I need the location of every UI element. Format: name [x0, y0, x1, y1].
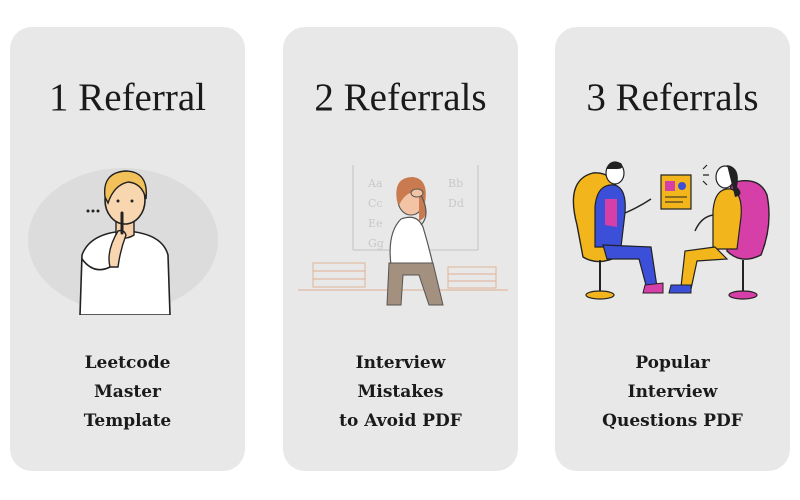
person-shush-illustration	[28, 168, 218, 315]
reward-line: Master	[93, 382, 162, 402]
board-letter: Cc	[368, 197, 383, 210]
reward-description: Leetcode Master Template	[10, 349, 245, 436]
stressed-woman-illustration: Aa Cc Ee Gg Bb Dd	[298, 165, 508, 306]
card-title: 2 Referrals	[314, 76, 487, 119]
card-title: 1 Referral	[49, 76, 206, 119]
board-letter: Dd	[448, 197, 464, 210]
interview-conversation-illustration	[572, 161, 770, 300]
reward-line: Template	[83, 411, 172, 431]
reward-description: Popular Interview Questions PDF	[555, 349, 790, 436]
reward-line: Mistakes	[357, 382, 444, 402]
reward-line: to Avoid PDF	[339, 411, 462, 431]
reward-line: Popular	[635, 353, 710, 373]
reward-card-2-referrals: 2 Referrals Aa Cc Ee Gg Bb Dd Interview …	[283, 27, 518, 471]
reward-line: Interview	[627, 382, 718, 402]
board-letter: Aa	[367, 177, 383, 190]
reward-line: Interview	[355, 353, 446, 373]
card-title: 3 Referrals	[586, 76, 759, 119]
board-letter: Ee	[368, 217, 383, 230]
board-letter: Bb	[448, 177, 463, 190]
reward-line: Questions PDF	[602, 411, 743, 431]
reward-description: Interview Mistakes to Avoid PDF	[283, 349, 518, 436]
board-letter: Gg	[368, 237, 384, 250]
reward-line: Leetcode	[84, 353, 171, 373]
reward-card-1-referral: 1 Referral Leetcode Master Template	[10, 27, 245, 471]
reward-card-3-referrals: 3 Referrals Popular Interview	[555, 27, 790, 471]
